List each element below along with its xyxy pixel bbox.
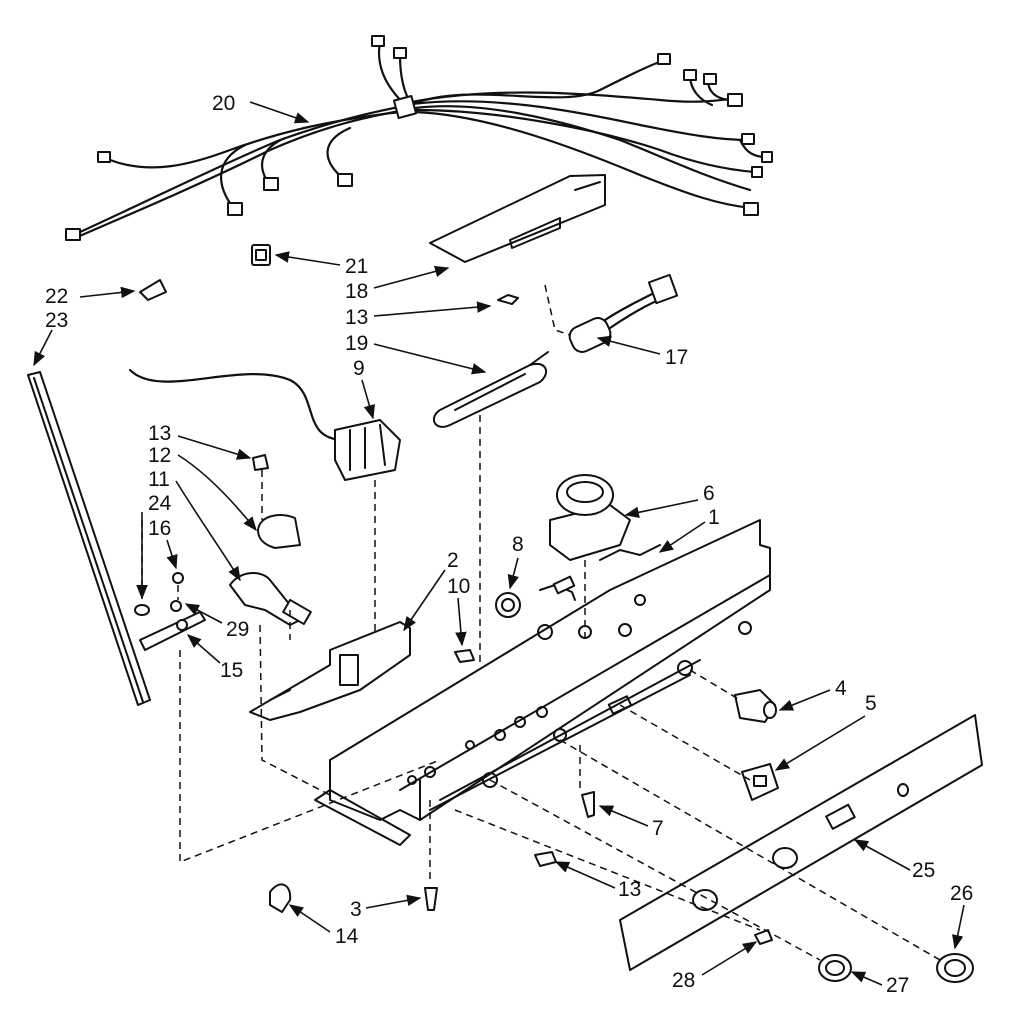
callout-9: 9 [353,357,365,380]
callout-4: 4 [835,677,847,700]
callout-10: 10 [447,575,470,598]
wiring-harness [65,35,773,241]
terminator-part-17 [544,273,679,353]
callout-8: 8 [512,533,524,556]
callout-6: 6 [703,482,715,505]
callout-2: 2 [447,549,459,572]
switch-part-5 [741,763,779,801]
cover-part-18 [429,174,606,263]
control-panel-part-25 [619,714,983,971]
timer-part-9 [128,368,401,640]
callout-20: 20 [212,92,235,115]
callout-13-left: 13 [148,422,171,445]
callout-3: 3 [350,898,362,921]
clip-part-28 [754,929,773,945]
callout-13-bottom: 13 [618,878,641,901]
bracket-part-2 [249,610,411,796]
switch-part-4 [734,689,777,723]
callout-11: 11 [148,468,170,491]
callout-labels: 20 21 18 22 23 13 19 17 9 13 12 11 24 16… [45,92,973,997]
callout-27: 27 [886,974,909,997]
callout-26: 26 [950,882,973,905]
callout-29: 29 [226,618,249,641]
knob-part-27 [818,954,852,982]
heater-part-19 [432,351,549,428]
callout-24: 24 [148,492,172,515]
callout-14: 14 [335,925,359,948]
callout-25: 25 [912,859,935,882]
timer-part-6 [549,474,631,640]
panel-part-23 [27,371,151,706]
leader-lines [33,101,965,986]
callout-15: 15 [220,659,243,682]
callout-5: 5 [865,692,877,715]
grommet-part-8 [495,592,521,618]
callout-18: 18 [345,280,368,303]
callout-22: 22 [45,285,68,308]
callout-16: 16 [148,517,171,540]
clip-part-22 [139,279,167,301]
clip-part-14 [269,883,292,913]
bracket-part-21 [251,244,271,266]
alignment-lines [179,415,941,961]
callout-19: 19 [345,332,368,355]
housing-part-1 [314,519,771,846]
screw-part-3 [424,887,438,911]
screw-part-13-bottom [534,851,557,867]
callout-1: 1 [708,506,720,529]
screw-part-10 [454,649,475,663]
callout-23: 23 [45,309,68,332]
callout-12: 12 [148,444,171,467]
callout-21: 21 [345,255,368,278]
screw-part-7 [581,791,595,818]
callout-7: 7 [652,817,664,840]
callout-17: 17 [665,346,688,369]
callout-28: 28 [672,969,695,992]
screw-part-13-top [497,294,519,305]
knob-part-26 [936,953,974,983]
callout-13-top: 13 [345,306,368,329]
